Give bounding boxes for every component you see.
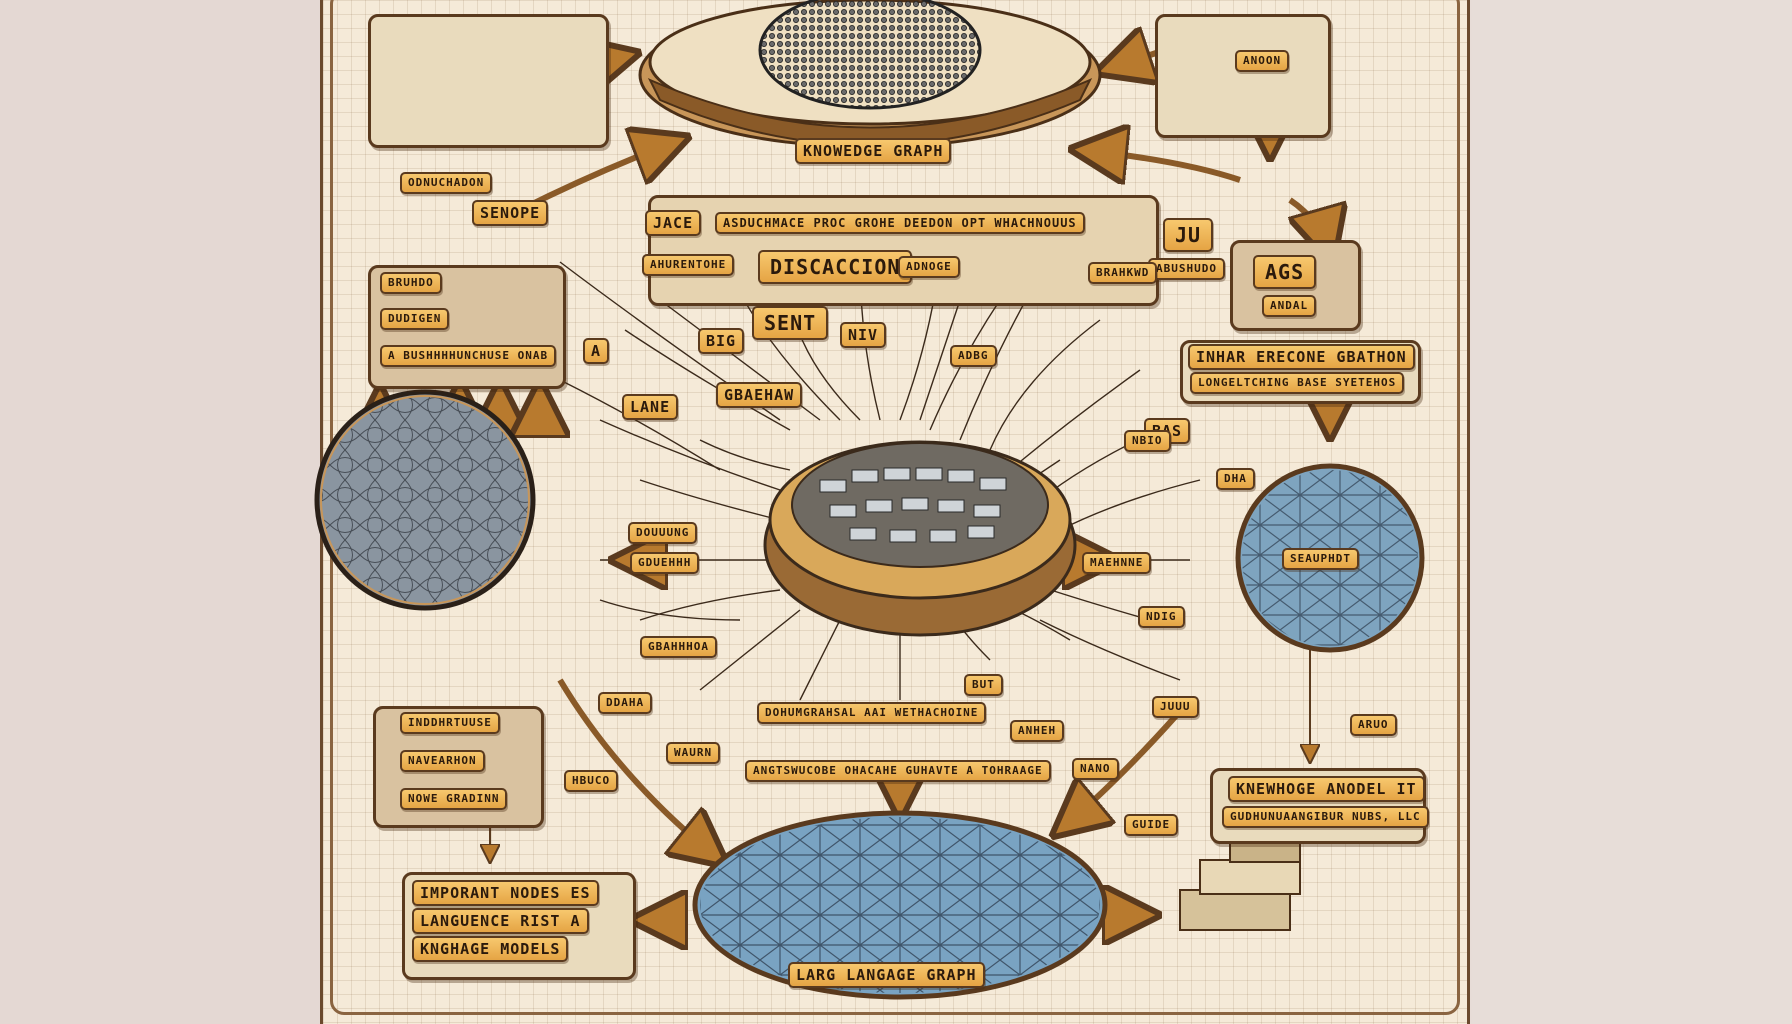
misc-label: NDIG bbox=[1138, 606, 1185, 628]
misc-label: GDUEHHH bbox=[630, 552, 700, 574]
kg-model-line-2: GUDHUNUAANGIBUR NUBS, LLC bbox=[1222, 806, 1429, 828]
bottom-banner-label: ANGTSWUCOBE OHACAHE GUHAVTE A TOHRAAGE bbox=[745, 760, 1051, 782]
kg-model-line-1: KNEWHOGE ANODEL IT bbox=[1228, 776, 1425, 802]
misc-label: ANHEH bbox=[1010, 720, 1065, 742]
misc-label: BRAHKWD bbox=[1088, 262, 1158, 284]
lane-label: LANE bbox=[622, 394, 679, 420]
seauphdt-label: SEAUPHDT bbox=[1282, 548, 1359, 570]
misc-label: DOUUUNG bbox=[628, 522, 698, 544]
bottom-center-label: DOHUMGRAHSAL AAI WETHACHOINE bbox=[757, 702, 987, 724]
right-margin bbox=[1472, 0, 1792, 1024]
gbaehaw-label: GBAEHAW bbox=[716, 382, 803, 408]
misc-label: ODNUCHADON bbox=[400, 172, 493, 194]
big-label: BIG bbox=[698, 328, 745, 354]
top-banner-label: ASDUCHMACE PROC GROHE DEEDON OPT WHACHNO… bbox=[715, 212, 1085, 234]
anoon-label: ANOON bbox=[1235, 50, 1290, 72]
left-box-line-3: NOWE GRADINN bbox=[400, 788, 508, 810]
misc-label: DUDIGEN bbox=[380, 308, 450, 330]
andal-label: ANDAL bbox=[1262, 295, 1317, 317]
misc-label: NANO bbox=[1072, 758, 1119, 780]
knowledge-graph-label: KNOWEDGE GRAPH bbox=[795, 138, 952, 164]
misc-label: GUIDE bbox=[1124, 814, 1179, 836]
right-note-line-1: INHAR ERECONE GBATHON bbox=[1188, 344, 1415, 370]
important-notes-line-3: KNGHAGE MODELS bbox=[412, 936, 569, 962]
left-box-line-1: INDDHRTUUSE bbox=[400, 712, 500, 734]
misc-label: ARUO bbox=[1350, 714, 1397, 736]
left-margin bbox=[0, 0, 320, 1024]
jace-label: JACE bbox=[645, 210, 702, 236]
misc-label: JUUU bbox=[1152, 696, 1199, 718]
adbg-label: ADBG bbox=[950, 345, 997, 367]
large-language-graph-label: LARG LANGAGE GRAPH bbox=[788, 962, 985, 988]
misc-label: NBIO bbox=[1124, 430, 1171, 452]
niv-label: NIV bbox=[840, 322, 887, 348]
misc-label: DHA bbox=[1216, 468, 1255, 490]
misc-label: WAURN bbox=[666, 742, 721, 764]
senope-label: SENOPE bbox=[472, 200, 549, 226]
top-left-graph-panel bbox=[368, 14, 609, 148]
right-note-line-2: LONGELTCHING BASE SYETEHOS bbox=[1190, 372, 1405, 394]
discaccion-label: DISCACCION bbox=[758, 250, 913, 284]
left-box-line-2: NAVEARHON bbox=[400, 750, 485, 772]
misc-label: BUT bbox=[964, 674, 1003, 696]
misc-label: HBUCO bbox=[564, 770, 619, 792]
important-notes-line-1: IMPORANT NODES ES bbox=[412, 880, 599, 906]
misc-label: MAEHNNE bbox=[1082, 552, 1152, 574]
a-label: A bbox=[583, 338, 610, 364]
misc-label: DDAHA bbox=[598, 692, 653, 714]
important-notes-line-2: LANGUENCE RIST A bbox=[412, 908, 589, 934]
misc-label: BRUHDO bbox=[380, 272, 442, 294]
misc-label: AHURENTOHE bbox=[642, 254, 735, 276]
misc-label: GBAHHHOA bbox=[640, 636, 717, 658]
sent-label: SENT bbox=[752, 306, 829, 340]
ju-label: JU bbox=[1163, 218, 1214, 252]
misc-label: A BUSHHHHUNCHUSE ONAB bbox=[380, 345, 557, 367]
ags-label: AGS bbox=[1253, 255, 1317, 289]
misc-label: ADNOGE bbox=[898, 256, 960, 278]
misc-label: ABUSHUDO bbox=[1148, 258, 1225, 280]
top-right-db-panel bbox=[1155, 14, 1331, 138]
